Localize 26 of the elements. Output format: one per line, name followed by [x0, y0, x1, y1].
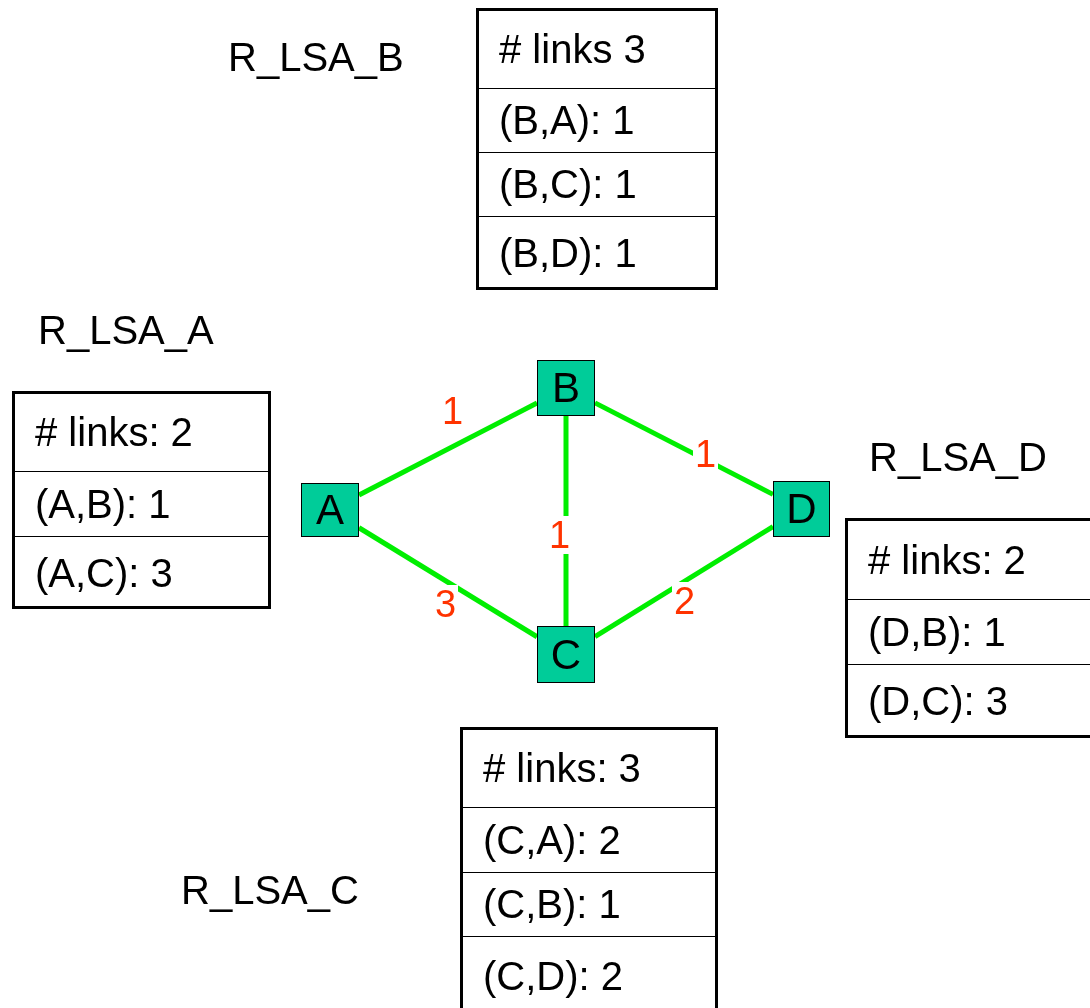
table-row: (D,B): 1: [848, 599, 1090, 664]
table-row: (C,B): 1: [463, 872, 715, 936]
link-line: [357, 400, 539, 498]
router-box: A: [301, 483, 359, 537]
table-title: R_LSA_C: [181, 868, 359, 913]
link-line: [357, 525, 539, 639]
table-row: (D,C): 3: [848, 664, 1090, 738]
table-header: # links: 2: [34, 409, 194, 456]
table-row: (B,D): 1: [479, 216, 715, 290]
table-title: R_LSA_B: [228, 35, 404, 80]
table-title: R_LSA_D: [869, 435, 1047, 480]
table-row: (C,A): 2: [463, 807, 715, 872]
router-box: D: [773, 481, 830, 537]
table-row: (B,C): 1: [479, 152, 715, 216]
table-title: R_LSA_A: [38, 308, 214, 353]
link-line: [593, 400, 775, 497]
link-line: [593, 524, 775, 639]
table-row: (C,D): 2: [463, 936, 715, 1008]
table-header: # links: 2: [867, 536, 1027, 584]
table-header: # links: 3: [482, 745, 642, 792]
table-row: (B,A): 1: [479, 88, 715, 152]
router-box: C: [537, 626, 595, 683]
router-box: B: [537, 360, 595, 416]
table-row: (A,B): 1: [15, 471, 268, 536]
table-header: # links 3: [498, 26, 647, 73]
table-row: (A,C): 3: [15, 536, 268, 609]
